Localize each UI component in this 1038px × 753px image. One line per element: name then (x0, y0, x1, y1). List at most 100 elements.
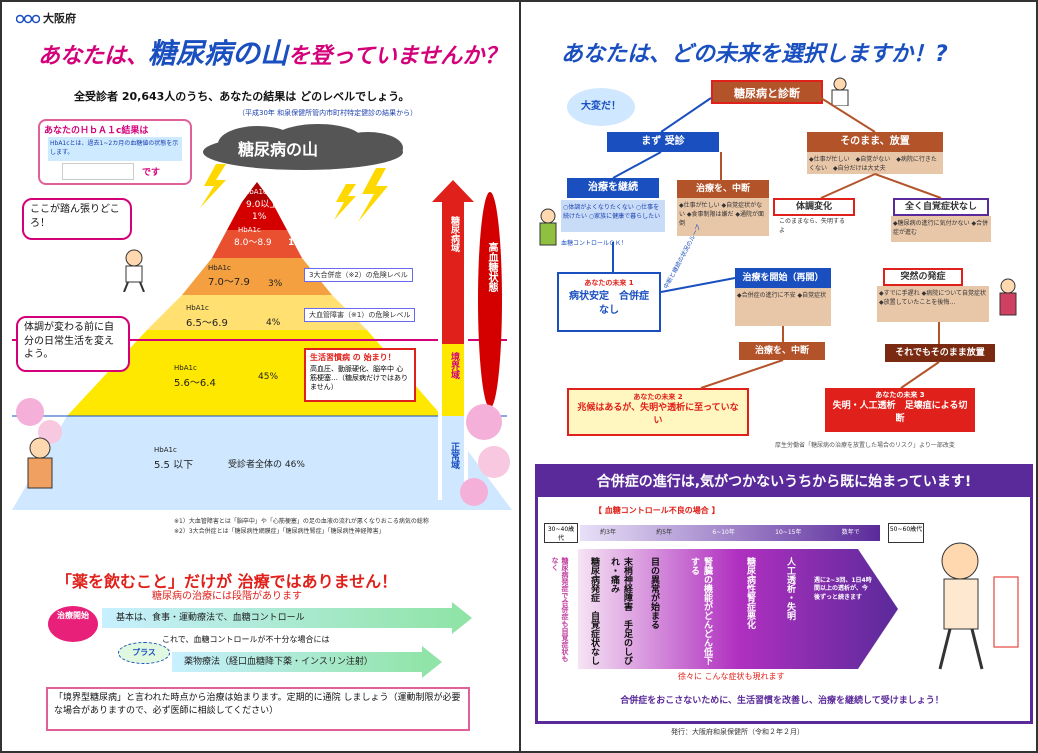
lifestyle-start-body: 高血圧、動脈硬化、脳卒中 心筋梗塞…（糖尿病だけではありません） (310, 365, 408, 392)
normal-zone-label: 正常域 (449, 442, 459, 469)
worker-figure-icon (539, 208, 557, 246)
no-symptom-box: 全く自覚症状なし (893, 198, 989, 216)
no-symptom-note: ◆糖尿病の進行に気付かない ◆合併症が進む (891, 216, 991, 242)
stage-1: 糖尿病発症 自覚症状なし (589, 557, 599, 665)
level-7-pct: 3% (268, 279, 283, 289)
title-prefix: あなたは、 (38, 44, 149, 69)
timeline-5: 数年で (841, 529, 860, 536)
level-7-range: 7.0～7.9 (208, 277, 250, 288)
source-note: （平成30年 和泉保健所管内市町村特定健診の結果から） (238, 109, 418, 117)
left-vertical-note: 糖尿病発症で合併症も自覚症状もなく (551, 557, 569, 662)
level-5-label: HbA1c (174, 364, 197, 372)
level-8-label: HbA1c (238, 226, 261, 234)
cloud-icon (203, 124, 403, 170)
worried-figure-icon (999, 278, 1017, 316)
left-page: 大阪府 あなたは、糖尿病の山を登っていませんか？ 全受診者 20,643人のうち… (0, 0, 521, 753)
stage-3: 目の異常が始まる (649, 557, 659, 629)
step-medication: 薬物療法（経口血糖降下薬・インスリン注射） (172, 652, 426, 672)
neglect-box: そのまま、放置 (807, 132, 943, 152)
level-4-range: 5.5 以下 (154, 460, 194, 471)
progression-arrow (578, 549, 898, 669)
level-4-pct: 受診者全体の 46% (228, 460, 305, 470)
stage-5: 糖尿病性腎症悪化 (745, 557, 755, 629)
page-title-left: あなたは、糖尿病の山を登っていませんか？ (38, 32, 506, 72)
lifestyle-start-heading: 生活習慣病 の 始まり！ (310, 353, 396, 362)
drug-heading: 「薬を飲むこと」だけが 治療ではありません！ (56, 572, 398, 591)
title-suffix: を登っていませんか？ (288, 44, 507, 69)
doctor-icon (831, 77, 849, 106)
level-4-label: HbA1c (154, 446, 177, 454)
level-5-pct: 45% (258, 372, 279, 382)
disease-zone-label: 糖尿病域 (449, 216, 459, 252)
arrow-right-icon (452, 602, 472, 634)
border-zone-label: 境界域 (449, 352, 459, 379)
stage-6: 人工透析・失明 (785, 557, 795, 620)
flowers-person-right-icon (460, 404, 510, 506)
level-8-range: 8.0～8.9 (234, 238, 272, 248)
lifestyle-start-box: 生活習慣病 の 始まり！ 高血圧、動脈硬化、脳卒中 心筋梗塞…（糖尿病だけではあ… (304, 348, 416, 402)
hba1c-entry-field[interactable] (62, 163, 134, 180)
callout-key-point: ここが踏ん張りどころ！ (22, 198, 132, 240)
control-bad-label: 【 血糖コントロール不良の場合 】 (594, 506, 720, 515)
callout-change-life: 体調が変わる前に自分の日常生活を変えよう。 (16, 316, 130, 372)
sudden-onset-box: 突然の発症 (883, 268, 963, 286)
source-credit: 厚生労働省「糖尿病の治療を放置した場合のリスク」より一部改変 (775, 442, 955, 449)
complications-panel: 合併症の進行は,気がつかないうちから既に始まっています! 【 血糖コントロール不… (535, 464, 1033, 724)
future-2-box: あなたの未来 2 兆候はあるが、失明や透析に至っていない (567, 388, 749, 436)
restart-note: ◆合併症の進行に不安 ◆自覚症状 (735, 288, 831, 326)
complications-heading: 合併症の進行は,気がつかないうちから既に始まっています! (538, 467, 1030, 497)
future-3-box: あなたの未来 3 失明・人工透析 足壊疽による切断 (825, 388, 975, 432)
right-page: あなたは、どの未来を選択しますか！? 大変だ！ 糖尿病と診断 まず 受診 そのま… (519, 0, 1038, 753)
cloud-label: 糖尿病の山 (238, 140, 319, 159)
page-title-right: あなたは、どの未来を選択しますか！? (561, 42, 948, 67)
future-2-heading: あなたの未来 2 (633, 393, 683, 401)
age-start: 30~40歳代 (544, 523, 578, 543)
level-9-pct: 1% (252, 212, 267, 222)
level-5-range: 5.6～6.4 (174, 378, 216, 389)
publisher-note: 発行：大阪府和泉保健所（令和２年２月） (671, 728, 804, 736)
level-6-pct: 4% (266, 318, 281, 328)
stage-7: 週に2~3回、1日4時間以上の透析が、今後ずっと続きます (814, 577, 872, 601)
step-diet-exercise: 基本は、食事・運動療法で、血糖コントロール (102, 608, 456, 628)
osaka-emblem-icon (15, 13, 41, 25)
body-change-box: 体調変化 (773, 198, 855, 216)
stop-again-box: 治療を、中断 (739, 342, 825, 360)
risk-label-complications: 3大合併症（※2）の危険レベル (304, 268, 413, 282)
level-9-label: HbA1c (244, 188, 267, 196)
timeline-1: 約3年 (600, 529, 616, 536)
arrow-right-icon-2 (422, 646, 442, 678)
level-6-range: 6.5～6.9 (186, 318, 228, 329)
timeline-4: 10~15年 (775, 529, 802, 536)
future-3-heading: あなたの未来 3 (875, 391, 925, 399)
go-clinic-box: まず 受診 (607, 132, 719, 152)
timeline-bar: 約3年 約5年 6~10年 10~15年 数年で (580, 525, 880, 541)
stop-treatment-box: 治療を、中断 (677, 180, 769, 198)
drug-subheading: 糖尿病の治療には段階があります (152, 591, 302, 602)
shout-bubble: 大変だ！ (567, 88, 635, 126)
plus-note: これで、血糖コントロールが不十分な場合には (162, 635, 330, 644)
footnote-2: ※2）3大合併症とは「糖尿病性網膜症」「糖尿病性腎症」「糖尿病性神経障害」 (174, 528, 385, 535)
timeline-2: 約5年 (656, 529, 673, 536)
flowers-person-icon (16, 398, 62, 489)
risk-label-vascular: 大血管障害（※1）の危険レベル (304, 308, 416, 322)
borderline-note-box: 「境界型糖尿病」と言われた時点から治療は始まります。定期的に通院 しましょう（運… (46, 687, 470, 731)
stage-4: 腎臓の機能がどんどん低下する (689, 557, 712, 665)
hba1c-unit: です (142, 168, 161, 178)
hba1c-box-heading: あなたのＨｂＡ１c結果は (44, 126, 149, 136)
future-1-body: 病状安定 合併症なし (569, 291, 649, 316)
subtitle: 全受診者 20,643人のうち、あなたの結果は どのレベルでしょう。 (74, 90, 410, 103)
stage-2: 末梢神経障害 手足のしびれ・痛み (609, 557, 632, 665)
climber-figure-icon (123, 249, 145, 292)
hba1c-result-box: あなたのＨｂＡ１c結果は HbA1cとは、過去1~2カ月の血糖値の状態を示します… (38, 119, 192, 185)
stop-reasons: ◆仕事が忙しい ◆自覚症状がない ◆食事制限は嫌だ ◆通院が面倒 (677, 198, 769, 236)
future-1-box: あなたの未来 1 病状安定 合併症なし (557, 272, 661, 332)
panel-footer: 合併症をおこさないために、生活習慣を改善し、治療を継続して受けましょう！ (620, 696, 944, 706)
body-change-note: このままなら、失明するよ (779, 218, 846, 234)
future-1-heading: あなたの未来 1 (584, 279, 634, 287)
continue-treatment-box: 治療を継続 (567, 178, 659, 198)
osaka-logo: 大阪府 (15, 10, 76, 26)
patient-illustration-icon (938, 542, 1019, 670)
timeline-3: 6~10年 (712, 529, 735, 536)
diagnosis-box: 糖尿病と診断 (711, 80, 823, 104)
age-end: 50~60歳代 (888, 523, 924, 543)
